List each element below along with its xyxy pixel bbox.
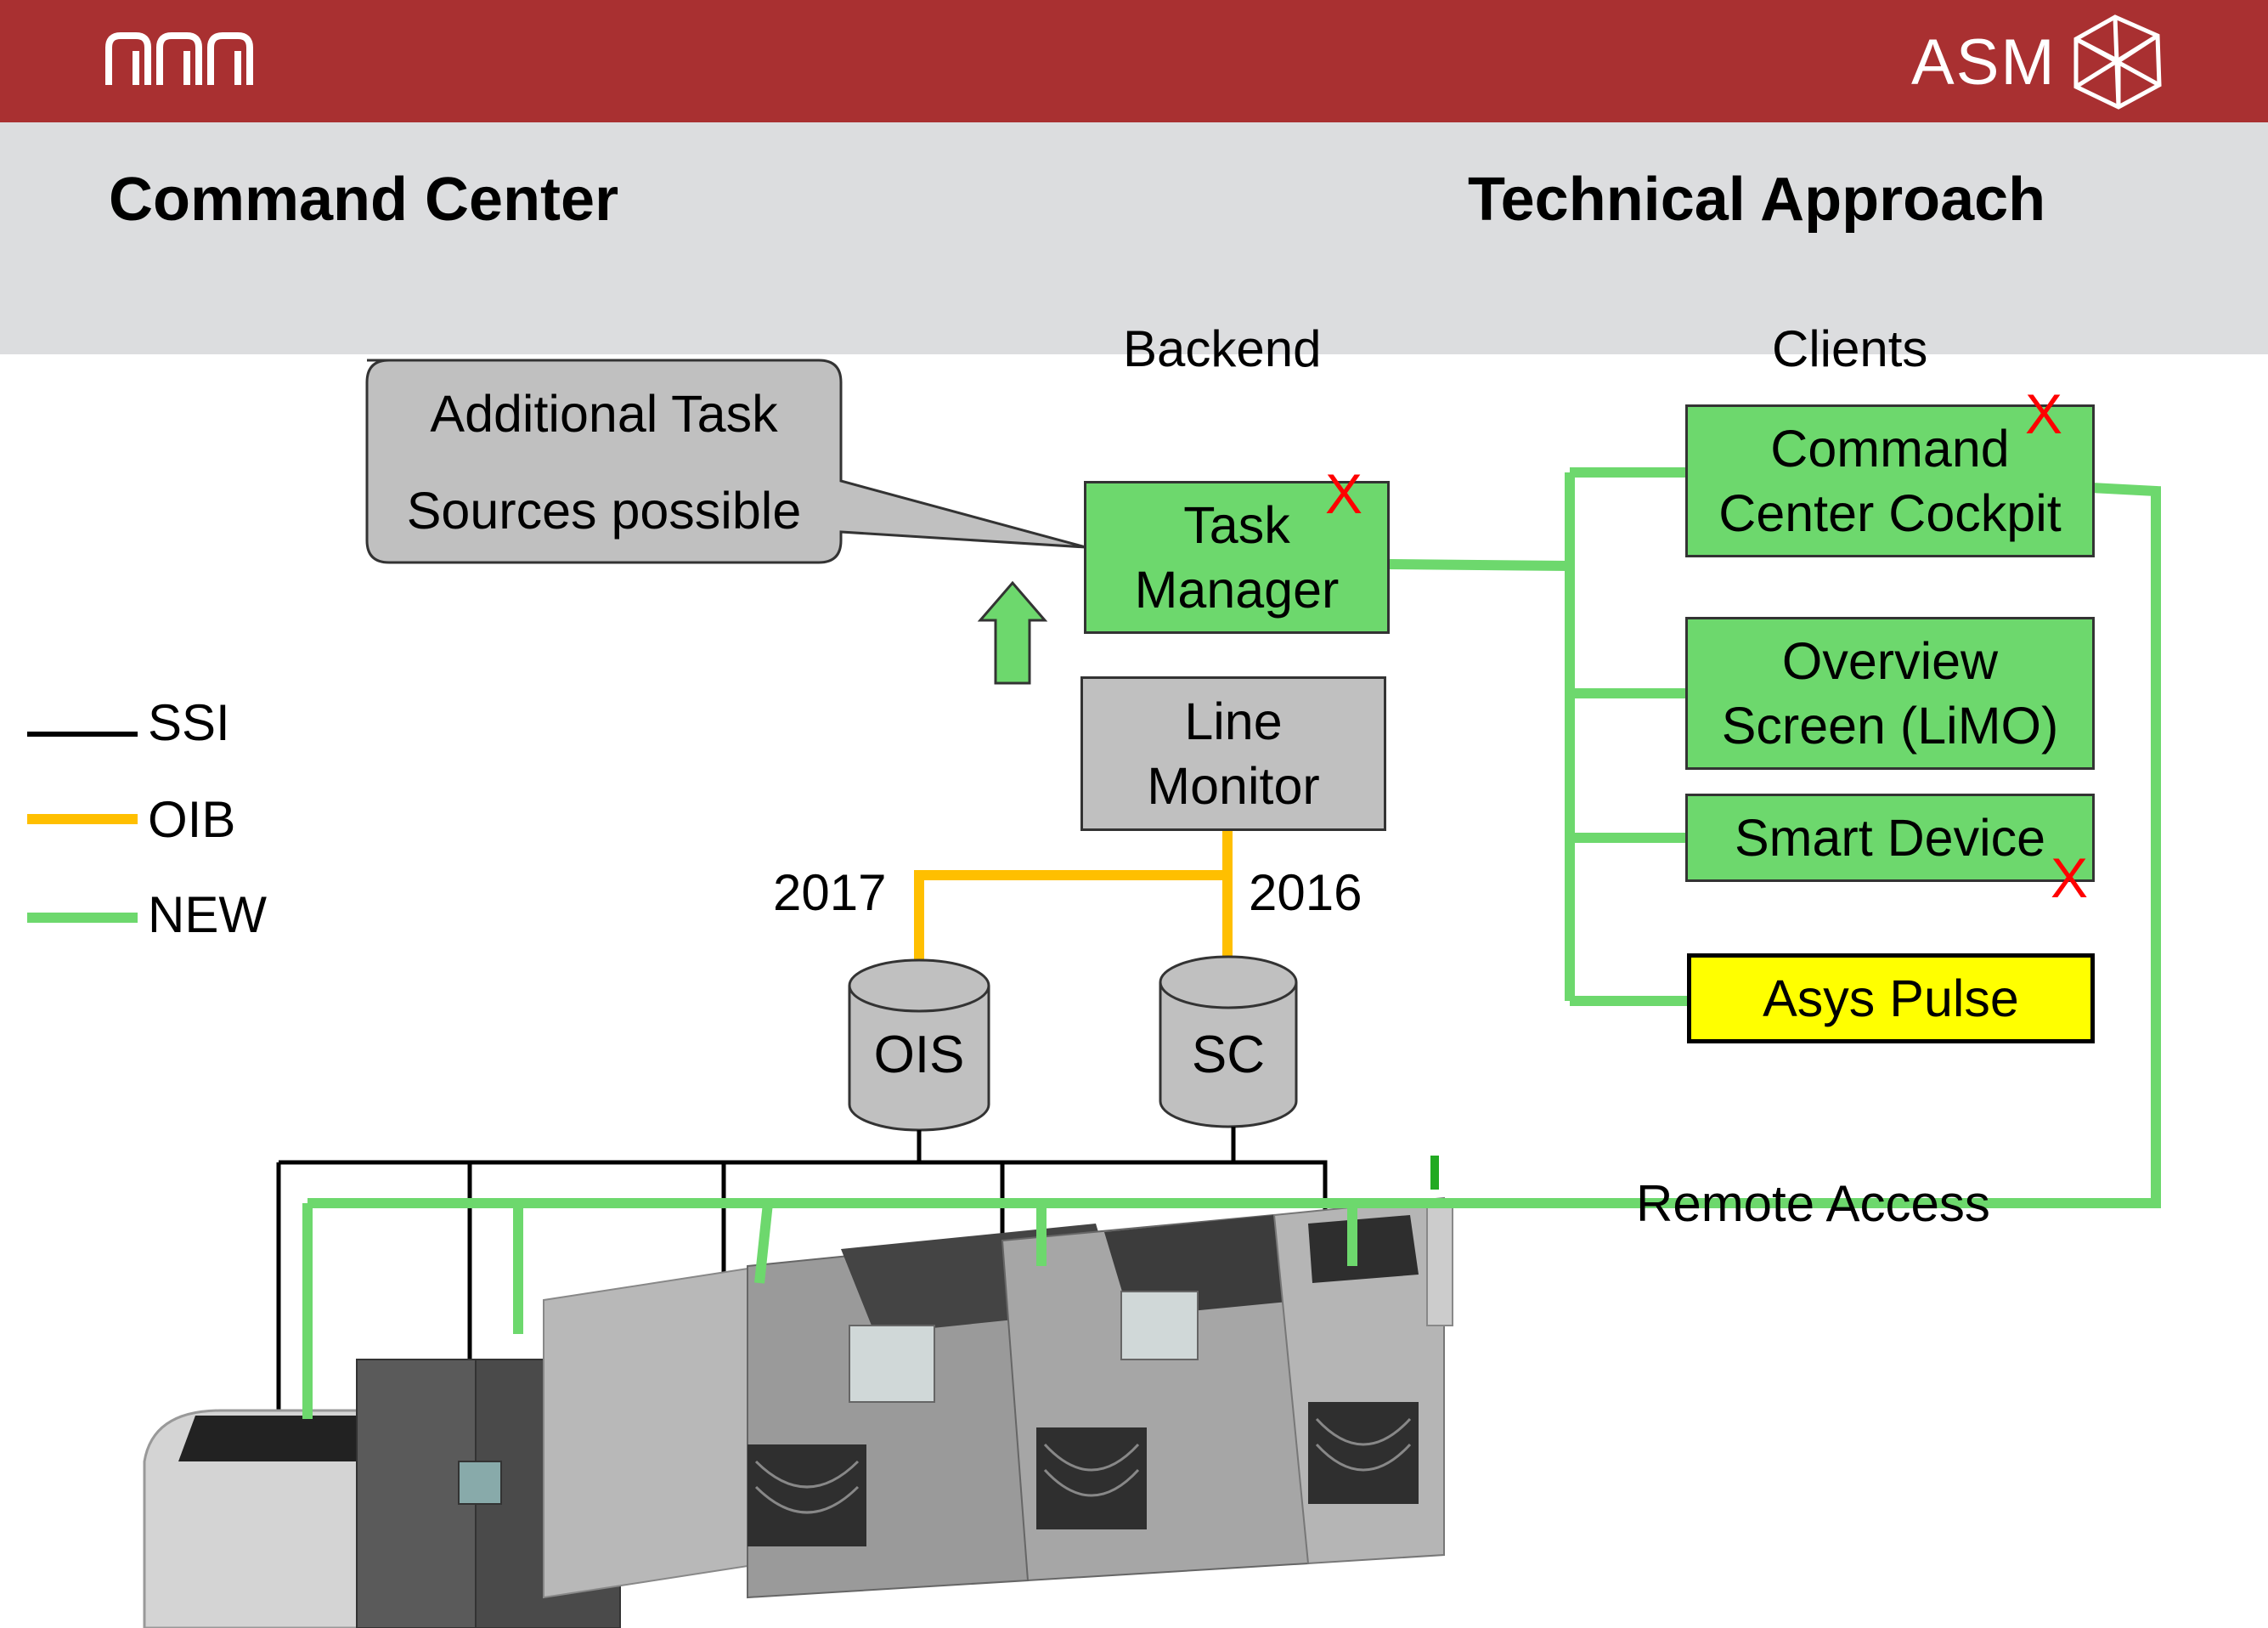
- up-arrow-icon: [977, 580, 1048, 685]
- year-2016-label: 2016: [1249, 864, 1362, 921]
- callout-bubble: [365, 359, 1086, 564]
- db-ois-shape: [848, 958, 990, 1132]
- clients-label: Clients: [1772, 320, 1928, 377]
- year-2017-label: 2017: [773, 864, 887, 921]
- overview-line-2: Screen (LiMO): [1721, 697, 2059, 755]
- remote-access-label: Remote Access: [1636, 1175, 1990, 1232]
- legend-label-new: NEW: [148, 886, 267, 943]
- x-mark-smart-device: X: [2051, 846, 2089, 909]
- page-title: Command Center: [109, 166, 619, 234]
- asm-crystal-icon: [2073, 14, 2162, 110]
- legend-swatches: [27, 732, 138, 923]
- line-monitor-box: Line Monitor: [1080, 676, 1386, 831]
- db-sc-shape: [1159, 955, 1298, 1128]
- db-sc-label: SC: [1191, 1026, 1266, 1084]
- smart-device-label: Smart Device: [1734, 808, 2046, 867]
- legend-label-ssi: SSI: [148, 694, 230, 751]
- legend-label-oib: OIB: [148, 791, 236, 848]
- callout-line-1: Additional Task: [430, 385, 778, 443]
- new-connections: [302, 467, 2161, 1419]
- db-ois-label: OIS: [873, 1026, 965, 1084]
- command-center-cockpit-box: Command Center Cockpit: [1685, 404, 2095, 557]
- page-subtitle: Technical Approach: [1468, 166, 2046, 234]
- smart-device-box: Smart Device: [1685, 794, 2095, 882]
- title-band: [0, 122, 2268, 354]
- logo-mark-icon: [105, 32, 253, 85]
- asys-pulse-label: Asys Pulse: [1763, 969, 2019, 1027]
- cockpit-line-2: Center Cockpit: [1718, 484, 2062, 542]
- asys-pulse-box: Asys Pulse: [1687, 953, 2095, 1043]
- backend-label: Backend: [1123, 320, 1322, 377]
- callout-line-2: Sources possible: [406, 482, 802, 540]
- header-bar: [0, 0, 2268, 122]
- task-manager-box: Task Manager: [1084, 481, 1390, 634]
- x-mark-task-manager: X: [1325, 462, 1363, 525]
- x-mark-cockpit: X: [2025, 382, 2063, 445]
- cockpit-line-1: Command: [1770, 419, 2010, 478]
- line-monitor-line-1: Line: [1184, 692, 1283, 750]
- production-line-machines: [143, 1156, 1453, 1628]
- task-manager-line-1: Task: [1183, 495, 1290, 554]
- oib-connections: [914, 829, 1233, 991]
- overview-line-1: Overview: [1781, 631, 1999, 690]
- line-monitor-line-2: Monitor: [1147, 757, 1320, 815]
- task-manager-line-2: Manager: [1134, 561, 1340, 619]
- brand-name: ASM: [1911, 26, 2056, 99]
- overview-screen-box: Overview Screen (LiMO): [1685, 617, 2095, 770]
